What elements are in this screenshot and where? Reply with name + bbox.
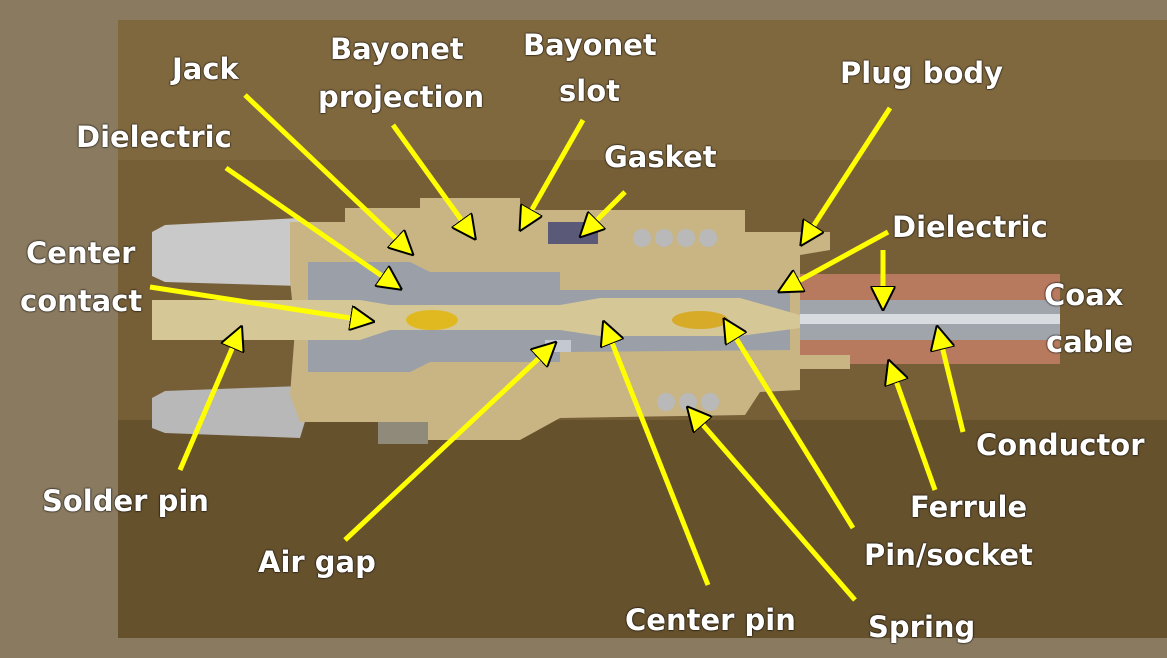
spring-coil [655,229,673,247]
spring-coil [677,229,695,247]
label-bayonet-slot-line1: Bayonet [523,28,657,62]
spring-coil [657,393,675,411]
label-plug-body: Plug body [840,56,1004,90]
arrow-center-pin [605,325,711,586]
label-coax-cable-line2: cable [1046,325,1134,359]
label-center-contact-line2: contact [20,284,143,318]
label-bayonet-projection-line2: projection [318,80,485,114]
label-center-contact-line1: Center [26,236,136,270]
label-spring: Spring [868,610,976,644]
center-contact-body [152,298,800,340]
label-conductor: Conductor [976,428,1145,462]
label-center-pin: Center pin [625,603,796,637]
arrow-conductor [938,330,966,433]
arrow-dielectric-right [782,229,890,290]
label-bayonet-slot-line2: slot [559,74,620,108]
label-bayonet-projection-line1: Bayonet [330,32,464,66]
jack-flange-bottom [378,422,428,444]
label-jack: Jack [172,52,239,86]
label-ferrule: Ferrule [910,490,1028,524]
arrow-center-contact [149,284,370,321]
arrow-solder-pin [177,330,240,471]
arrow-spring [690,410,857,602]
spring-coil [699,229,717,247]
label-dielectric-left: Dielectric [76,120,232,154]
plug-ferrule-ring [800,355,850,369]
arrow-air-gap [343,345,553,542]
label-pin-socket: Pin/socket [864,538,1033,572]
arrow-plug-body [803,106,893,242]
arrow-bayonet-slot [522,118,586,227]
solder-pin-top [152,218,310,286]
label-gasket: Gasket [604,140,717,174]
label-dielectric-right: Dielectric [892,210,1048,244]
wood-lower-dark [118,420,1167,638]
arrow-jack [243,93,410,252]
label-coax-cable-line1: Coax [1044,278,1124,312]
center-contact-socket [406,310,458,330]
spring-coil [633,229,651,247]
wood-top-light [118,20,1167,160]
arrow-pin-socket [726,322,856,530]
label-solder-pin: Solder pin [42,484,209,518]
arrow-dielectric-left [224,165,398,287]
arrow-ferrule [890,364,938,491]
coax-cable-conductor [800,314,1060,324]
solder-pin-bottom [152,386,310,438]
arrow-gasket [583,190,627,234]
label-air-gap: Air gap [258,545,376,579]
pin-socket-cavity [672,311,728,329]
arrow-bayonet-projection [390,123,473,236]
